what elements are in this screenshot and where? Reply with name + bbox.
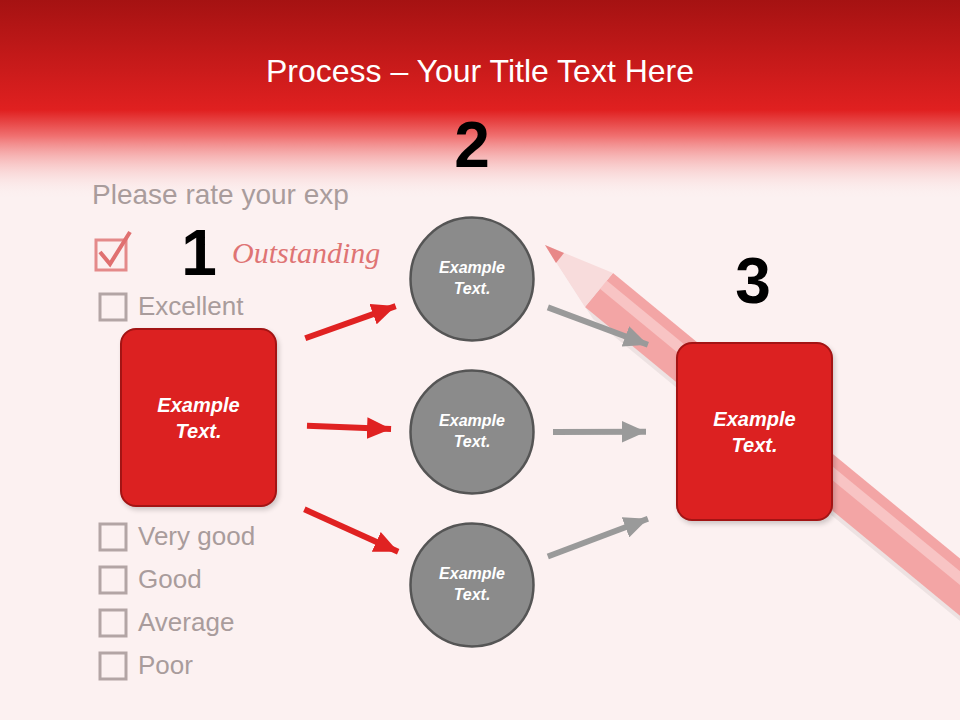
circle-shape <box>411 524 534 647</box>
header-band <box>0 0 960 200</box>
pencil-wood <box>545 245 613 307</box>
pencil-lead <box>545 245 564 263</box>
survey-option: Excellent <box>138 292 244 321</box>
pencil-shadow <box>553 257 960 719</box>
flow-arrow <box>305 306 395 338</box>
circle-outline <box>409 216 535 342</box>
callout-number: 2 <box>454 110 490 180</box>
flow-arrow <box>548 307 648 344</box>
node-text: Example Text. <box>143 392 255 444</box>
circle-outline <box>409 522 535 648</box>
survey-answer: Outstanding <box>232 236 380 269</box>
circle-shape <box>411 218 534 341</box>
process-circle: Example Text. <box>409 369 535 495</box>
check-mark <box>100 232 130 264</box>
pencil-body <box>585 273 960 707</box>
checkbox <box>100 610 126 636</box>
flow-arrow <box>553 429 646 435</box>
process-box: Example Text. <box>676 342 833 521</box>
survey-option: Very good <box>138 522 255 551</box>
process-box: Example Text. <box>120 328 277 507</box>
flow-arrow <box>307 426 391 429</box>
survey-question: Please rate your exp <box>92 180 349 211</box>
node-text: Example Text. <box>699 406 811 458</box>
process-circle: Example Text. <box>409 522 535 648</box>
callout-number: 1 <box>181 218 217 288</box>
flow-arrow <box>548 519 648 557</box>
checkbox <box>100 653 126 679</box>
checkbox <box>100 567 126 593</box>
process-circle: Example Text. <box>409 216 535 342</box>
node-text: Example Text. <box>427 411 517 453</box>
checkbox <box>100 294 126 320</box>
slide-title: Process – Your Title Text Here <box>0 54 960 89</box>
survey-option: Poor <box>138 651 193 680</box>
callout-number: 3 <box>735 246 771 316</box>
survey-option: Good <box>138 565 202 594</box>
survey-option: Average <box>138 608 234 637</box>
checkbox <box>100 524 126 550</box>
node-text: Example Text. <box>427 258 517 300</box>
circle-shape <box>411 371 534 494</box>
flow-arrow <box>304 509 398 551</box>
pencil-highlight <box>599 280 960 688</box>
circle-outline <box>409 369 535 495</box>
node-text: Example Text. <box>427 564 517 606</box>
